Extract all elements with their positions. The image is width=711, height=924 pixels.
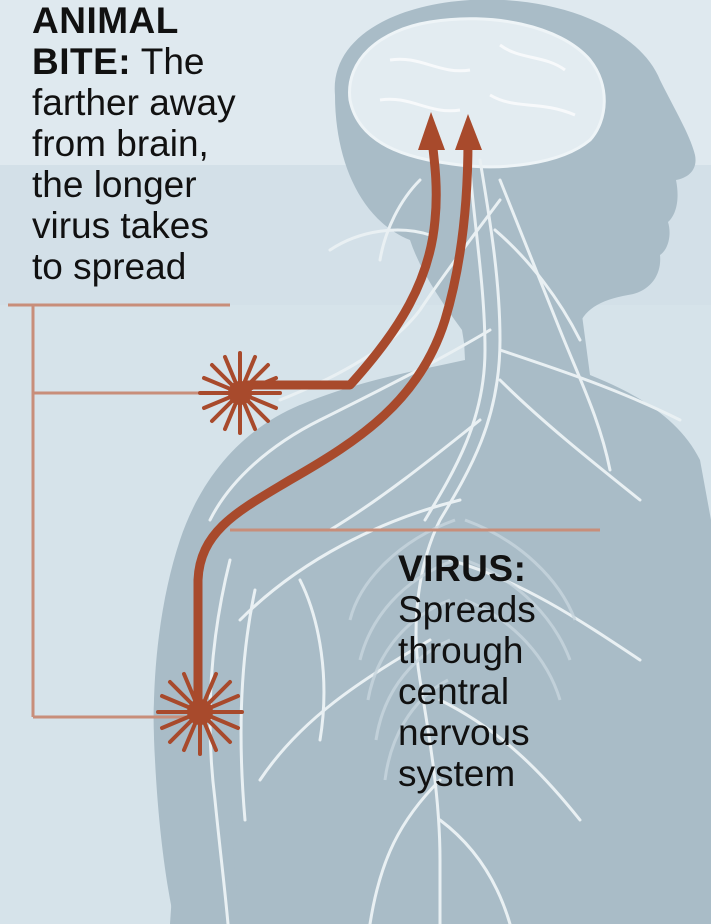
animal-bite-heading-word2: BITE: <box>32 41 131 82</box>
virus-text-line: central <box>398 671 698 712</box>
virus-heading: VIRUS: <box>398 548 698 589</box>
animal-bite-text-line: from brain, <box>32 123 352 164</box>
animal-bite-text-line: to spread <box>32 246 352 287</box>
animal-bite-text-line: the longer <box>32 164 352 205</box>
animal-bite-text-line: virus takes <box>32 205 352 246</box>
virus-text-line: through <box>398 630 698 671</box>
virus-callout: VIRUS: Spreads through central nervous s… <box>398 548 698 794</box>
virus-text-line: Spreads <box>398 589 698 630</box>
animal-bite-heading-line1: ANIMAL <box>32 0 352 41</box>
animal-bite-callout: ANIMAL BITE: The farther away from brain… <box>32 0 352 287</box>
virus-text-line: system <box>398 753 698 794</box>
animal-bite-text-line: farther away <box>32 82 352 123</box>
animal-bite-text-start: The <box>141 41 205 82</box>
virus-text-line: nervous <box>398 712 698 753</box>
animal-bite-heading-line2: BITE: The <box>32 41 352 82</box>
